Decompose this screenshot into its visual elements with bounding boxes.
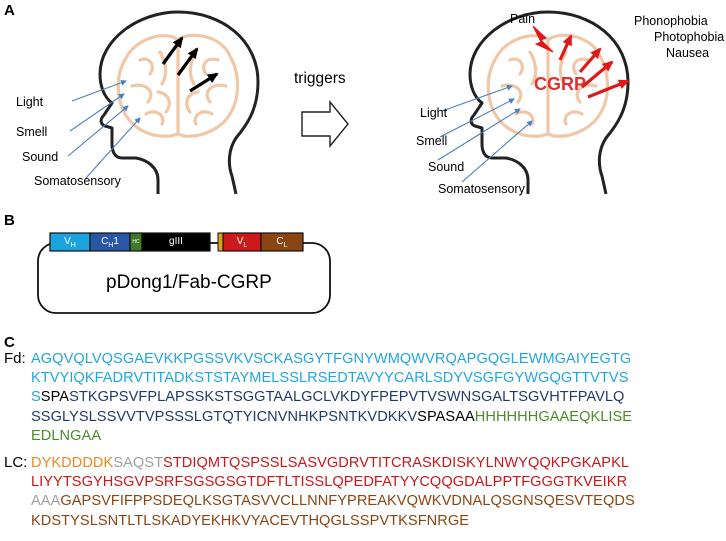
segment-cl [260, 232, 304, 252]
plasmid-map [37, 232, 331, 314]
lc-seq-line: KDSTYSLSNTLTLSKADYEKHKVYACEVTHQGLSSPVTKS… [31, 512, 635, 531]
left-input-light: Light [16, 95, 44, 109]
panel-a-figure [67, 10, 630, 195]
right-brain-icon [486, 33, 610, 138]
segment-giii-label: gIII [169, 236, 183, 247]
fd-seq-line: SSPASTKGPSVFPLAPSSKSTSGGTAALGCLVKDYFPEPV… [31, 388, 632, 407]
fd-seq-segment: AGQVQLVQSGAEVKKPGSSVKVSCKASGYTFGNYWMQWVR… [31, 351, 632, 367]
lc-sequence: DYKDDDDKSAQSTSTDIQMTQSPSSLSASVGDRVTITCRA… [31, 454, 635, 531]
right-input-somatosensory: Somatosensory [438, 182, 525, 196]
fd-seq-segment: SSGLYSLSSVVTVPSSSLGTQTYICNVNHKPSNTKVDKKV [31, 408, 418, 425]
lc-seq-segment: KDSTYSLSNTLTLSKADYEKHKVYACEVTHQGLSSPVTKS… [31, 512, 470, 529]
fd-seq-segment: HHHHHHGAAEQKLISE [474, 408, 633, 425]
fd-sequence: AGQVQLVQSGAEVKKPGSSVKVSCKASGYTFGNYWMQWVR… [31, 350, 632, 446]
fd-seq-segment: STKGPSVFPLAPSSKSTSGGTAALGCLVKDYFPEPVTVSW… [69, 389, 625, 406]
left-brain-icon [116, 33, 240, 138]
left-input-smell: Smell [16, 125, 48, 139]
panel-c-letter: C [4, 334, 15, 351]
fd-seq-line: KTVYIQKFADRVTITADKSTSTAYMELSSLRSEDTAVYYC… [31, 369, 632, 388]
fd-seq-line: AGQVQLVQSGAEVKKPGSSVKVSCKASGYTFGNYWMQWVR… [31, 350, 632, 369]
left-sensory-arrows [67, 79, 141, 179]
panel-a-letter: A [4, 2, 15, 19]
fd-seq-segment: SPASAA [417, 408, 475, 425]
right-input-sound: Sound [428, 160, 465, 174]
lc-seq-segment: LIYYTSGYHSGVPSRFSGSGSGTDFTLTISSLQPEDFATY… [31, 474, 628, 491]
fd-seq-line: EDLNGAA [31, 427, 632, 446]
lc-seq-segment: GAPSVFIFPPSDEQLKSGTASVVCLLNNFYPREAKVQWKV… [60, 493, 635, 510]
right-pain-lightning-icon [532, 25, 554, 53]
left-input-somatosensory: Somatosensory [34, 174, 121, 188]
lc-seq-line: DYKDDDDKSAQSTSTDIQMTQSPSSLSASVGDRVTITCRA… [31, 454, 635, 473]
fd-seq-segment: SPA [40, 389, 70, 406]
fd-seq-line: SSGLYSLSSVVTVPSSSLGTQTYICNVNHKPSNTKVDKKV… [31, 408, 632, 427]
right-input-smell: Smell [416, 134, 448, 148]
segment-vh-label: VH [64, 236, 76, 249]
segment-vl-label: VL [236, 236, 248, 249]
lc-seq-line: LIYYTSGYHSGVPSRFSGSGSGTDFTLTISSLQPEDFATY… [31, 473, 635, 492]
cgrp-label: CGRP [534, 74, 587, 94]
plasmid-name: pDong1/Fab-CGRP [106, 272, 272, 293]
left-head-outline [98, 10, 260, 195]
pain-label: Pain [510, 12, 536, 26]
segment-ch1-label: CH1 [101, 236, 119, 249]
fd-seq-segment: S [31, 389, 41, 406]
left-input-sound: Sound [22, 150, 59, 164]
lc-seq-segment: SAQST [113, 455, 164, 471]
segment-hc-label: HC [132, 239, 140, 245]
right-symptom-arrows [558, 34, 630, 99]
lc-seq-segment: STDIQMTQSPSSLSASVGDRVTITCRASKDISKYLNWYQQ… [163, 455, 630, 471]
fd-seq-segment: EDLNGAA [31, 427, 102, 444]
lc-seq-line: AAAGAPSVFIFPPSDEQLKSGTASVVCLLNNFYPREAKVQ… [31, 492, 635, 511]
right-input-light: Light [420, 106, 448, 120]
segment-cl-label: CL [276, 236, 288, 249]
lc-label: LC: [4, 454, 28, 471]
panel-b-letter: B [4, 212, 15, 229]
triggers-label: triggers [294, 70, 346, 87]
segment-giii [141, 232, 211, 252]
lc-seq-segment: AAA [31, 493, 61, 510]
right-sensory-arrows [437, 84, 533, 183]
fd-seq-segment: KTVYIQKFADRVTITADKSTSTAYMELSSLRSEDTAVYYC… [31, 370, 629, 387]
left-activity-arrows [161, 36, 219, 93]
symptom-photophobia: Photophobia [654, 30, 725, 44]
symptom-phonophobia: Phonophobia [634, 14, 708, 28]
lc-seq-segment: DYKDDDDK [31, 455, 114, 471]
right-head-outline [468, 10, 630, 195]
symptom-nausea: Nausea [666, 46, 710, 60]
triggers-arrow-icon [301, 100, 349, 148]
fd-label: Fd: [4, 350, 26, 367]
